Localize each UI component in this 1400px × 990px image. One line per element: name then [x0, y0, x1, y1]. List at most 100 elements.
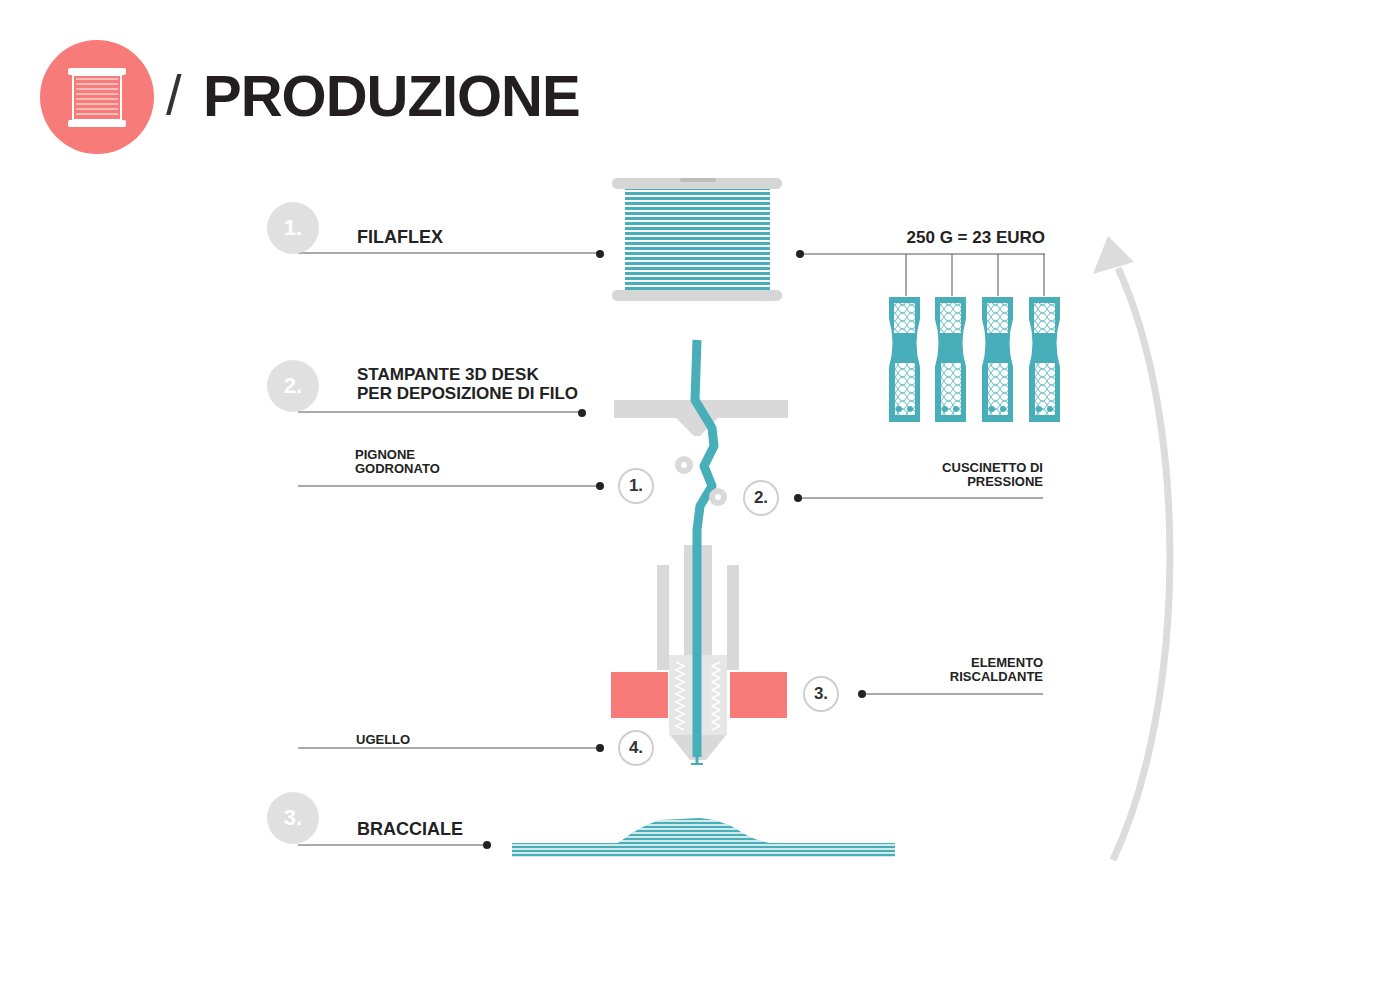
cycle-arrow: [1093, 236, 1170, 860]
label-box: CUSCINETTO DI PRESSIONE: [942, 461, 1043, 490]
filament-spool: [625, 195, 770, 197]
pressure-bearing: [709, 488, 727, 506]
heating-element: [730, 672, 787, 718]
bracelet-strip: [505, 848, 905, 849]
leader-line: [298, 486, 598, 487]
title-icon: [40, 40, 154, 154]
title-icon: [76, 79, 118, 114]
leader-line: [298, 253, 1045, 845]
title-icon: [76, 88, 118, 89]
leader-line: [298, 412, 580, 413]
filament-spool: [625, 250, 770, 252]
hot-end: [657, 565, 669, 670]
leader-dot: [596, 744, 604, 752]
leader-line: [298, 253, 598, 254]
filament-spool: [625, 285, 770, 287]
bracelet-strip: [505, 824, 905, 825]
filament-spool: [612, 178, 782, 189]
heating-element: [611, 672, 668, 718]
callout-circle: 4.: [618, 730, 654, 766]
leader-dot: [596, 482, 604, 490]
filament-spool: [625, 215, 770, 217]
leader-line: [952, 254, 953, 296]
label-box: UGELLO: [356, 730, 410, 748]
filament: [695, 340, 714, 757]
knurled-gear: [675, 456, 693, 474]
title-icon: [68, 120, 126, 127]
bracelet-strip: [505, 821, 905, 857]
title-box: PRODUZIONE: [203, 62, 580, 129]
filament-spool: [612, 178, 782, 301]
bracelet-strip: [505, 810, 905, 865]
filament-spool: [625, 270, 770, 272]
filament-spool: [625, 225, 770, 227]
filament-spool: [625, 265, 770, 267]
title-icon: [76, 98, 118, 99]
step-number: 3.: [284, 805, 302, 831]
bracelet-strip: [505, 856, 905, 857]
knurled-gear: [675, 456, 693, 474]
filament-spool: [680, 178, 716, 182]
title-icon: [76, 113, 118, 114]
bracelet-strip: [505, 828, 905, 829]
step-number: 2.: [284, 373, 302, 399]
label-box: STAMPANTE 3D DESK PER DEPOSIZIONE DI FIL…: [357, 366, 578, 403]
leader-line: [998, 254, 999, 296]
bracelet-strip: [505, 844, 905, 845]
leader-line: [298, 845, 485, 846]
filament-spool: [612, 290, 782, 301]
callout-number: 1.: [629, 476, 643, 496]
hot-end: [676, 662, 684, 730]
step-circle: 1.: [267, 202, 319, 254]
title-slash: /: [166, 64, 182, 126]
label-box: 250 G = 23 EURO: [907, 229, 1045, 248]
title-icon: [76, 83, 118, 84]
leader-line: [906, 254, 907, 296]
filament: [691, 340, 714, 764]
step-number: 1.: [284, 215, 302, 241]
knurled-gear: [681, 462, 687, 468]
part-label: BRACCIALE: [357, 820, 463, 840]
filament-spool: [625, 255, 770, 257]
title-icon: [76, 108, 118, 109]
label-box: ELEMENTO RISCALDANTE: [950, 656, 1043, 685]
part-label: UGELLO: [356, 733, 410, 747]
printed-bracelet-icon: [889, 297, 1060, 422]
filament-spool: [625, 191, 770, 286]
bracelet-strip: [505, 852, 905, 853]
leader-dot: [796, 250, 804, 258]
part-label: PIGNONE GODRONATO: [355, 448, 440, 477]
label-box: /: [166, 64, 182, 126]
price-label: 250 G = 23 EURO: [907, 229, 1045, 248]
bracelet-strip: [505, 836, 905, 837]
callout-number: 4.: [629, 738, 643, 758]
printed-bracelet-icon: [1029, 297, 1060, 422]
filament-spool: [625, 186, 770, 292]
filament-spool: [625, 245, 770, 247]
printed-bracelet-icon: [982, 297, 1013, 422]
filament-spool: [625, 240, 770, 242]
filament-spool: [625, 205, 770, 207]
hot-end: [712, 662, 720, 730]
filament-spool: [625, 280, 770, 282]
filament-spool: [625, 260, 770, 262]
leader-line: [800, 498, 1043, 499]
pressure-bearing: [709, 488, 727, 506]
pressure-bearing: [715, 494, 721, 500]
filament-spool: [625, 200, 770, 202]
filament-spool: [625, 210, 770, 212]
callout-circle: 3.: [803, 676, 839, 712]
cycle-arrow: [1113, 268, 1170, 860]
label-box: FILAFLEX: [357, 228, 443, 248]
leader-dot: [483, 250, 866, 849]
printed-bracelet-icon: [889, 297, 920, 422]
bracelet-strip: [505, 810, 905, 865]
part-label: ELEMENTO RISCALDANTE: [950, 656, 1043, 685]
title: PRODUZIONE: [203, 63, 580, 128]
title-icon: [76, 93, 118, 94]
filament-spool: [625, 235, 770, 237]
leader-dot: [596, 250, 604, 258]
title-icon: [73, 75, 121, 120]
bracelet-strip: [505, 832, 905, 833]
